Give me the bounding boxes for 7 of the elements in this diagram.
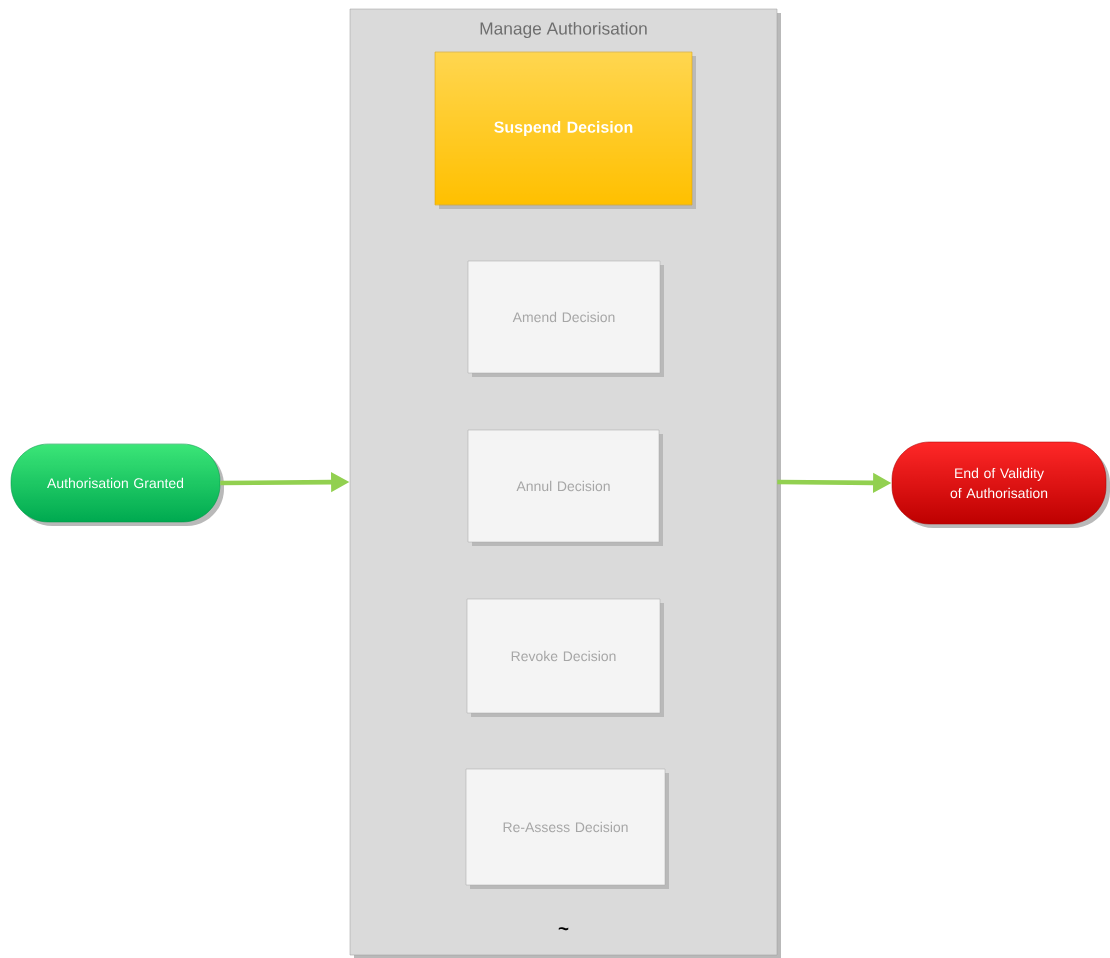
terminal-pill: Authorisation Granted [10,443,224,526]
task-box: Amend Decision [467,260,664,377]
terminal-pill: End of Validity of Authorisation [891,441,1110,528]
task-box: Annul Decision [467,429,663,546]
task-box: Revoke Decision [466,598,664,717]
task-box: Suspend Decision [434,51,696,209]
task-box: Re-Assess Decision [465,768,669,889]
